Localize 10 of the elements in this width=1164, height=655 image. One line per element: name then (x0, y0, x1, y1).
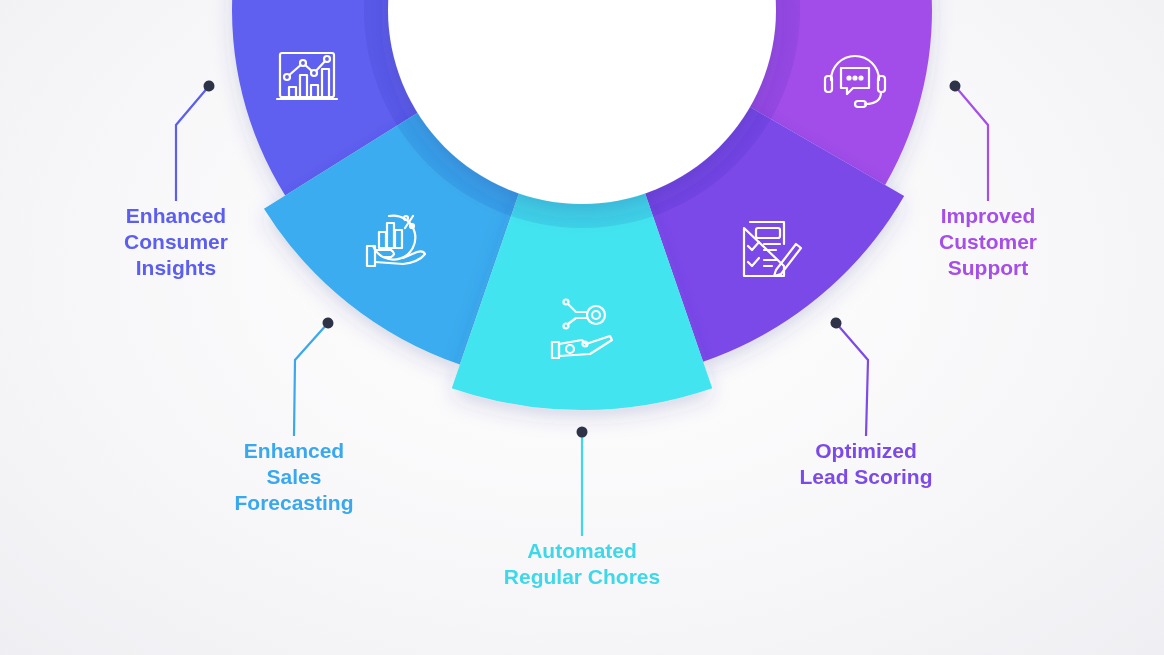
leader-line (174, 80, 215, 201)
benefit-label: Enhanced Consumer Insights (123, 203, 229, 281)
leader-line (292, 317, 334, 436)
benefit-label: Optimized Lead Scoring (798, 438, 934, 490)
leader-line (830, 317, 870, 437)
leader-line (576, 426, 588, 536)
leader-line (949, 80, 990, 201)
benefit-label: Enhanced Sales Forecasting (233, 438, 355, 516)
benefit-label: Improved Customer Support (938, 203, 1038, 281)
benefit-label: Automated Regular Chores (502, 538, 662, 590)
